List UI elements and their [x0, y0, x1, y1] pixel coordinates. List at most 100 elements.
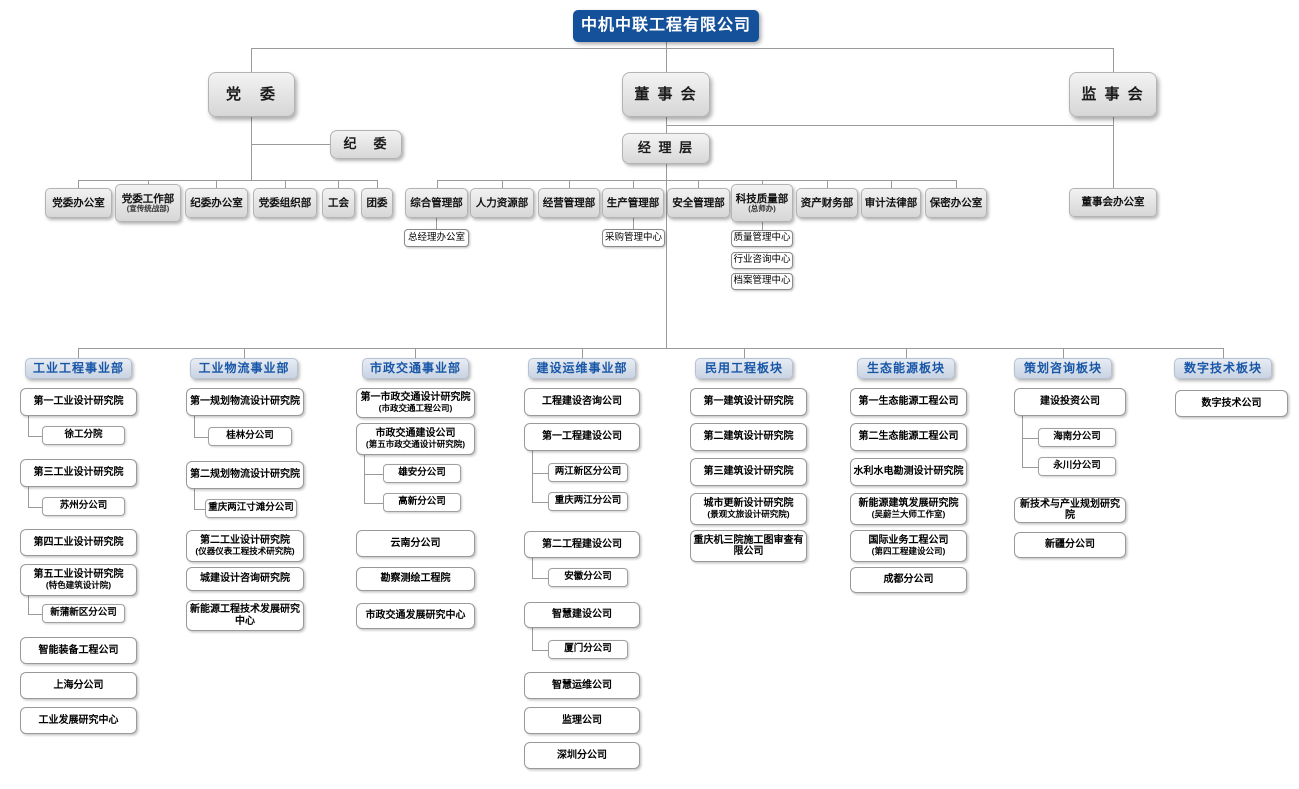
branch-office-box-label: 厦门分公司	[564, 643, 612, 655]
center-box-label: 质量管理中心	[733, 232, 791, 244]
discipline-committee-box: 纪 委	[330, 130, 402, 159]
connector-line	[956, 180, 957, 188]
branch-office-box: 重庆两江寸滩分公司	[205, 499, 297, 518]
department-box-label: 经营管理部	[542, 196, 596, 209]
connector-line	[666, 42, 667, 48]
division-header: 民用工程板块	[695, 358, 793, 379]
branch-office-box: 新蒲新区分公司	[42, 604, 125, 623]
org-unit-box: 数字技术公司	[1175, 390, 1288, 417]
org-unit-box: 第四工业设计研究院	[20, 529, 137, 556]
org-unit-box-label: 城建设计咨询研究院	[200, 573, 290, 585]
connector-line	[285, 180, 286, 188]
connector-line	[569, 180, 570, 188]
branch-office-box: 安徽分公司	[548, 568, 628, 587]
org-unit-box-sublabel: (第四工程建设公司)	[871, 545, 946, 556]
org-unit-box: 云南分公司	[356, 530, 475, 557]
connector-line	[251, 117, 252, 180]
org-unit-box: 第一建筑设计研究院	[690, 388, 807, 416]
branch-office-box: 雄安分公司	[383, 464, 461, 483]
connector-line	[532, 558, 533, 578]
org-unit-box-label: 第三建筑设计研究院	[703, 466, 794, 478]
management-layer-box: 经 理 层	[622, 133, 710, 164]
connector-line	[78, 180, 377, 181]
org-unit-box: 市政交通建设公司(第五市政交通设计研究院)	[356, 423, 475, 455]
connector-line	[338, 180, 339, 188]
org-unit-box: 第一工业设计研究院	[20, 388, 137, 416]
org-unit-box: 第二生态能源工程公司	[850, 423, 967, 451]
org-unit-box: 第三建筑设计研究院	[690, 458, 807, 486]
branch-office-box: 高新分公司	[383, 493, 461, 512]
org-unit-box-label: 市政交通建设公司	[375, 428, 456, 440]
connector-line	[78, 348, 79, 358]
connector-line	[194, 509, 205, 510]
org-unit-box: 第一工程建设公司	[524, 423, 640, 451]
management-layer-box-label: 经 理 层	[637, 140, 695, 156]
branch-office-box: 永川分公司	[1038, 457, 1116, 476]
org-unit-box: 深圳分公司	[524, 742, 640, 769]
department-box: 科技质量部(总师办)	[731, 184, 793, 222]
org-unit-box-label: 第二生态能源工程公司	[858, 431, 959, 443]
connector-line	[437, 180, 438, 188]
board-of-directors-box-label: 董 事 会	[634, 85, 698, 103]
branch-office-box-label: 两江新区分公司	[554, 466, 622, 478]
org-unit-box: 第二工业设计研究院(仪器仪表工程技术研究院)	[186, 530, 304, 562]
org-unit-box: 第一生态能源工程公司	[850, 388, 967, 416]
division-header: 生态能源板块	[857, 358, 955, 379]
org-unit-box-label: 智能装备工程公司	[38, 644, 119, 656]
org-unit-box-label: 第一生态能源工程公司	[858, 396, 959, 408]
org-unit-box: 新能源工程技术发展研究中心	[186, 600, 304, 631]
org-unit-box: 第一市政交通设计研究院(市政交通工程公司)	[356, 388, 475, 418]
org-unit-box-label: 第一工程建设公司	[542, 431, 622, 443]
connector-line	[827, 180, 828, 188]
connector-line	[1022, 438, 1038, 439]
center-box-label: 采购管理中心	[604, 231, 662, 243]
branch-office-box-label: 徐工分院	[64, 429, 103, 441]
connector-line	[582, 348, 583, 358]
connector-line	[244, 348, 245, 358]
org-unit-box: 第一规划物流设计研究院	[186, 388, 304, 416]
department-box-sublabel: (总师办)	[748, 203, 776, 213]
org-unit-box: 上海分公司	[20, 672, 137, 699]
org-unit-box: 城市更新设计研究院(景观文旅设计研究院)	[690, 493, 807, 525]
center-box: 总经理办公室	[404, 229, 469, 247]
org-unit-box: 工业发展研究中心	[20, 707, 137, 734]
connector-line	[633, 218, 634, 229]
org-unit-box-label: 市政交通发展研究中心	[365, 610, 466, 622]
connector-line	[1022, 416, 1023, 467]
connector-line	[532, 451, 533, 502]
division-header-label: 建设运维事业部	[536, 360, 628, 375]
division-header: 工业物流事业部	[190, 358, 298, 379]
connector-line	[216, 180, 217, 188]
branch-office-box-label: 雄安分公司	[398, 467, 446, 479]
org-unit-box: 新技术与产业规划研究院	[1014, 497, 1126, 523]
org-unit-box-label: 第二建筑设计研究院	[703, 431, 794, 443]
department-box: 审计法律部	[861, 188, 921, 218]
division-header: 策划咨询板块	[1014, 358, 1112, 379]
branch-office-box: 徐工分院	[42, 426, 125, 445]
org-unit-box-label: 建设投资公司	[1040, 396, 1100, 408]
org-unit-box-label: 云南分公司	[390, 537, 441, 549]
connector-line	[78, 180, 79, 188]
department-box-label: 纪委办公室	[190, 196, 243, 209]
division-header: 市政交通事业部	[362, 358, 469, 379]
org-unit-box: 第五工业设计研究院(特色建筑设计院)	[20, 564, 137, 596]
connector-line	[194, 489, 195, 509]
connector-line	[633, 180, 634, 188]
branch-office-box-label: 桂林分公司	[226, 430, 274, 442]
department-box-label: 生产管理部	[606, 196, 660, 209]
board-office-box-label: 董事会办公室	[1081, 196, 1145, 209]
org-unit-box: 第二工程建设公司	[524, 531, 640, 558]
connector-line	[666, 164, 667, 348]
division-header-label: 数字技术板块	[1183, 360, 1262, 375]
org-unit-box-label: 监理公司	[562, 714, 602, 726]
branch-office-box-label: 重庆两江分公司	[554, 495, 622, 507]
connector-line	[532, 650, 548, 651]
connector-line	[744, 348, 745, 358]
connector-line	[194, 437, 208, 438]
connector-line	[415, 348, 416, 358]
center-box-label: 行业咨询中心	[733, 254, 791, 266]
company-title-box: 中机中联工程有限公司	[573, 10, 759, 42]
division-header-label: 民用工程板块	[704, 360, 783, 375]
department-box-label: 团委	[366, 196, 388, 209]
org-unit-box: 第二建筑设计研究院	[690, 423, 807, 451]
